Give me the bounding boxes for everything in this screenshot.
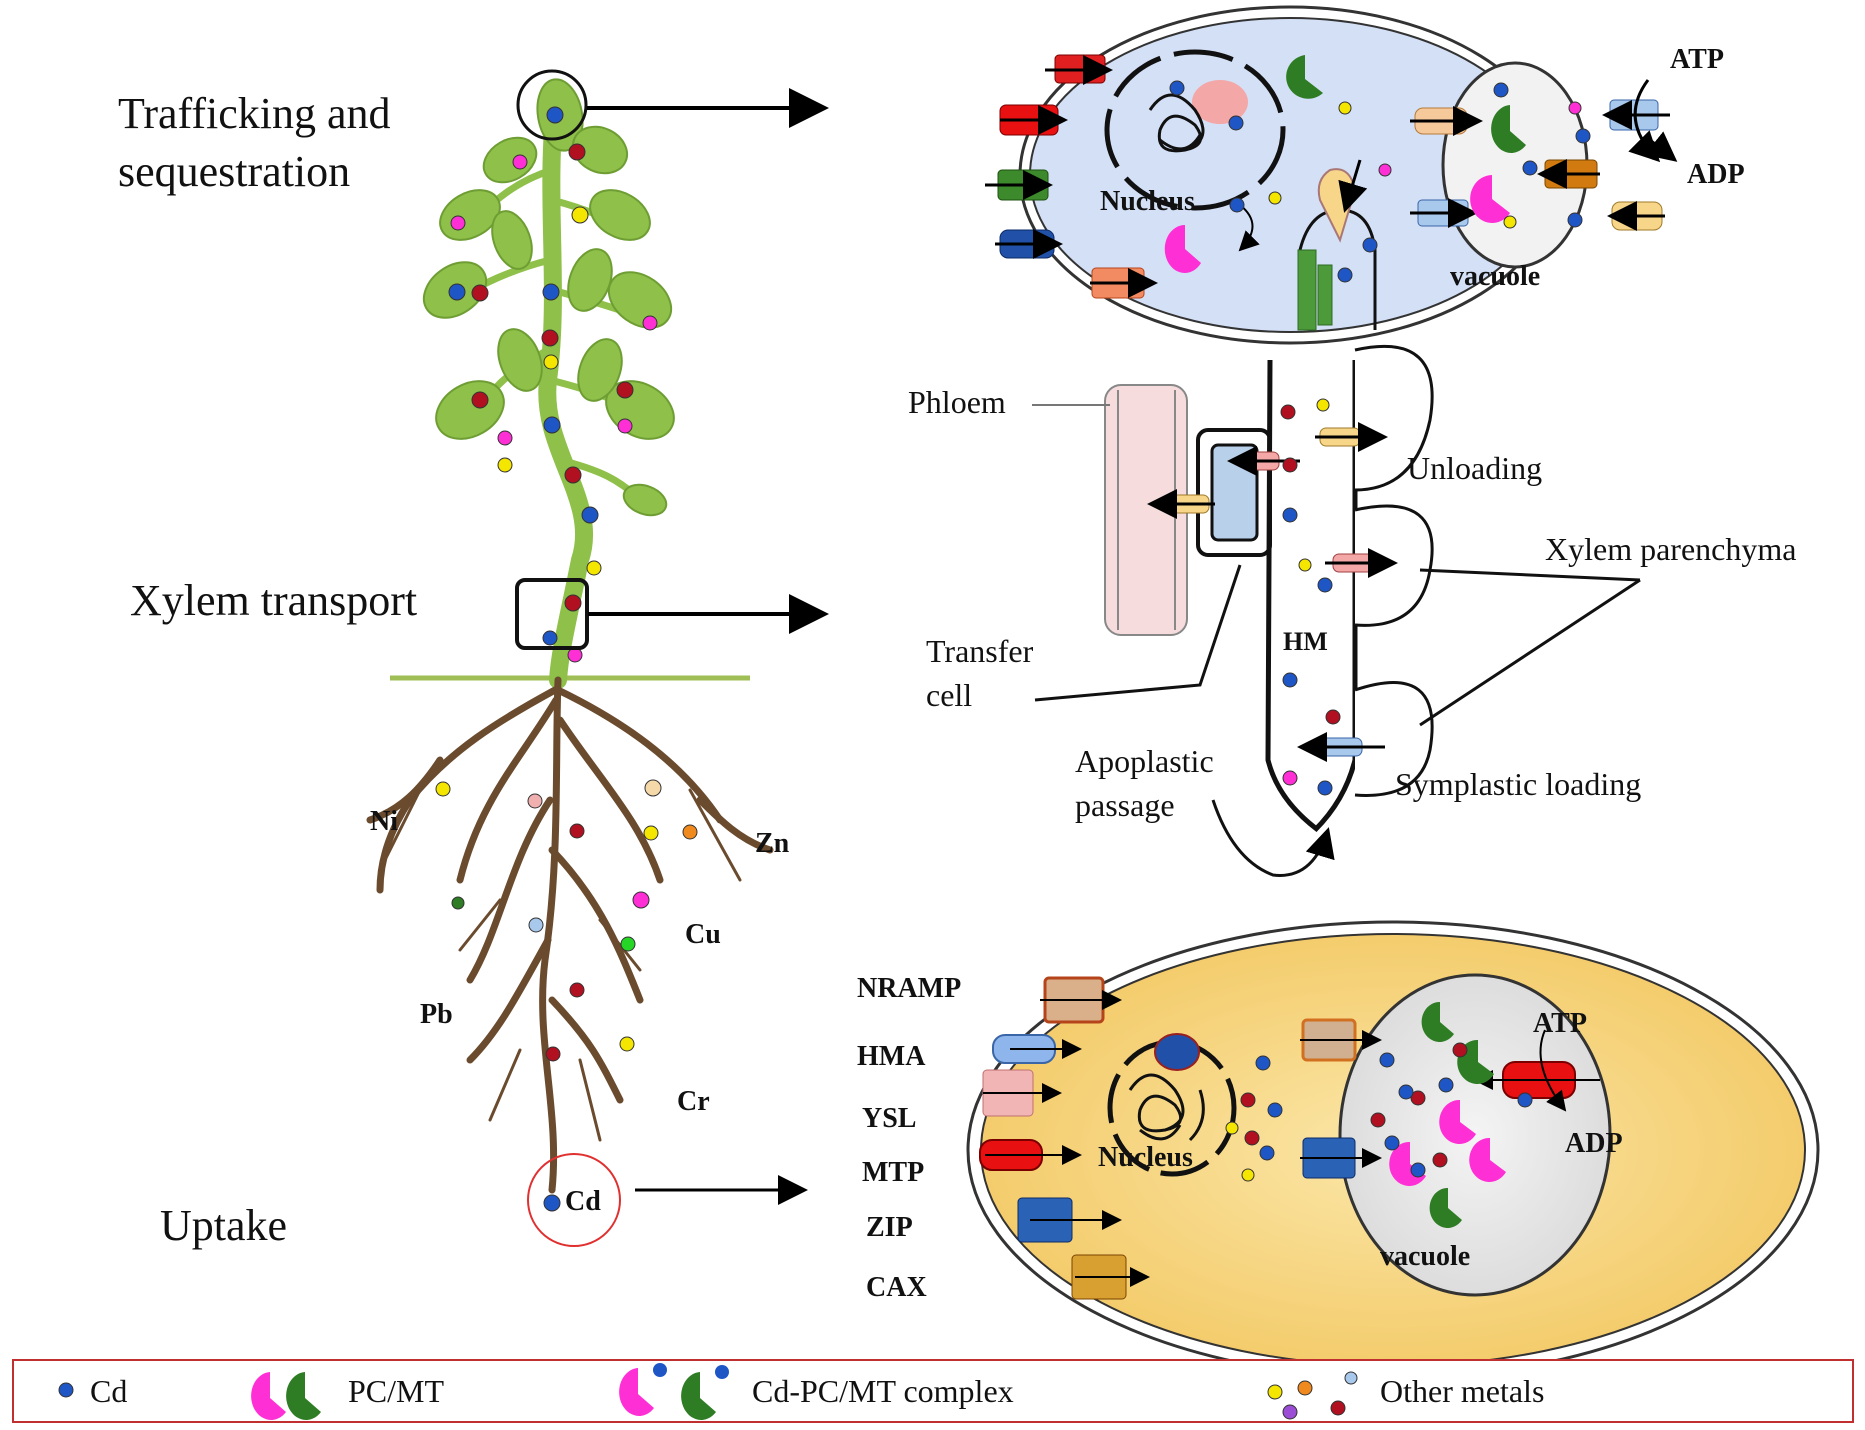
bottom-cell: NRAMP HMA YSL MTP ZIP CAX Nucleus vacuol…: [857, 920, 1820, 1380]
label-trafficking-line2: sequestration: [118, 147, 350, 196]
label-uptake: Uptake: [160, 1201, 287, 1250]
leaf-focus-circle: [516, 69, 588, 141]
top-cell: Nucleus vacuole ATP ADP: [985, 5, 1745, 345]
bottom-adp-label: ADP: [1565, 1128, 1623, 1159]
label-cd: Cd: [565, 1186, 601, 1217]
top-nucleus: [1104, 49, 1286, 211]
legend-other-swatch: [1267, 1371, 1358, 1420]
legend-pc-swatch: [251, 1372, 286, 1420]
transporter-ysl: YSL: [862, 1103, 916, 1134]
plant-illustration: [366, 78, 774, 1194]
legend-cd-swatch: [58, 1382, 74, 1398]
label-cu: Cu: [685, 919, 721, 950]
top-nucleus-label: Nucleus: [1100, 186, 1195, 217]
transporter-nramp: NRAMP: [857, 973, 961, 1004]
label-xylem-parenchyma: Xylem parenchyma: [1545, 531, 1796, 567]
xylem-panel: Phloem Unloading Xylem parenchyma HM Tra…: [908, 344, 1796, 877]
bottom-nucleus: [1107, 1039, 1237, 1177]
label-pb: Pb: [420, 999, 453, 1030]
legend-mt-swatch: [286, 1372, 321, 1420]
label-transfer-line2: cell: [926, 677, 972, 713]
transporter-cax: CAX: [866, 1272, 927, 1303]
plant-roots: [366, 676, 774, 1194]
label-trafficking-line1: Trafficking and: [118, 89, 391, 138]
transporter-hma: HMA: [857, 1041, 926, 1072]
label-unloading: Unloading: [1407, 450, 1542, 486]
transporter-zip: ZIP: [866, 1212, 913, 1243]
bottom-nucleus-label: Nucleus: [1098, 1142, 1193, 1173]
label-symplastic: Symplastic loading: [1395, 766, 1641, 802]
label-zn: Zn: [755, 828, 790, 859]
transporter-mtp: MTP: [862, 1157, 924, 1188]
label-xylem-transport: Xylem transport: [130, 576, 417, 625]
label-hm: HM: [1283, 627, 1328, 656]
plant-leaves: [422, 78, 675, 517]
bottom-atp-label: ATP: [1533, 1008, 1587, 1039]
label-ni: Ni: [370, 806, 398, 837]
plant-stem: [538, 96, 594, 689]
plant-metal-dots: [435, 106, 698, 1212]
legend-other-label: Other metals: [1380, 1373, 1544, 1409]
label-apoplastic-line1: Apoplastic: [1075, 743, 1214, 779]
legend-complex-label: Cd-PC/MT complex: [752, 1373, 1014, 1409]
top-adp-label: ADP: [1687, 159, 1745, 190]
label-apoplastic-line2: passage: [1075, 787, 1175, 823]
label-phloem: Phloem: [908, 384, 1006, 420]
bottom-vacuole-label: vacuole: [1380, 1241, 1470, 1272]
root-focus-circle: [527, 1153, 621, 1247]
legend-cd-label: Cd: [90, 1373, 127, 1409]
top-chromatin: [1148, 93, 1205, 153]
legend-pcmt-label: PC/MT: [348, 1373, 444, 1409]
label-transfer-line1: Transfer: [926, 633, 1034, 669]
top-nucleolus: [1192, 80, 1248, 124]
top-vacuole-label: vacuole: [1450, 261, 1540, 292]
stem-focus-box: [515, 578, 589, 650]
label-cr: Cr: [677, 1086, 710, 1117]
legend: Cd PC/MT Cd-PC/MT complex Other metals: [12, 1359, 1854, 1423]
bottom-transporters: [979, 976, 1576, 1300]
top-atp-label: ATP: [1670, 44, 1724, 75]
top-mt-shape: [1286, 55, 1323, 99]
